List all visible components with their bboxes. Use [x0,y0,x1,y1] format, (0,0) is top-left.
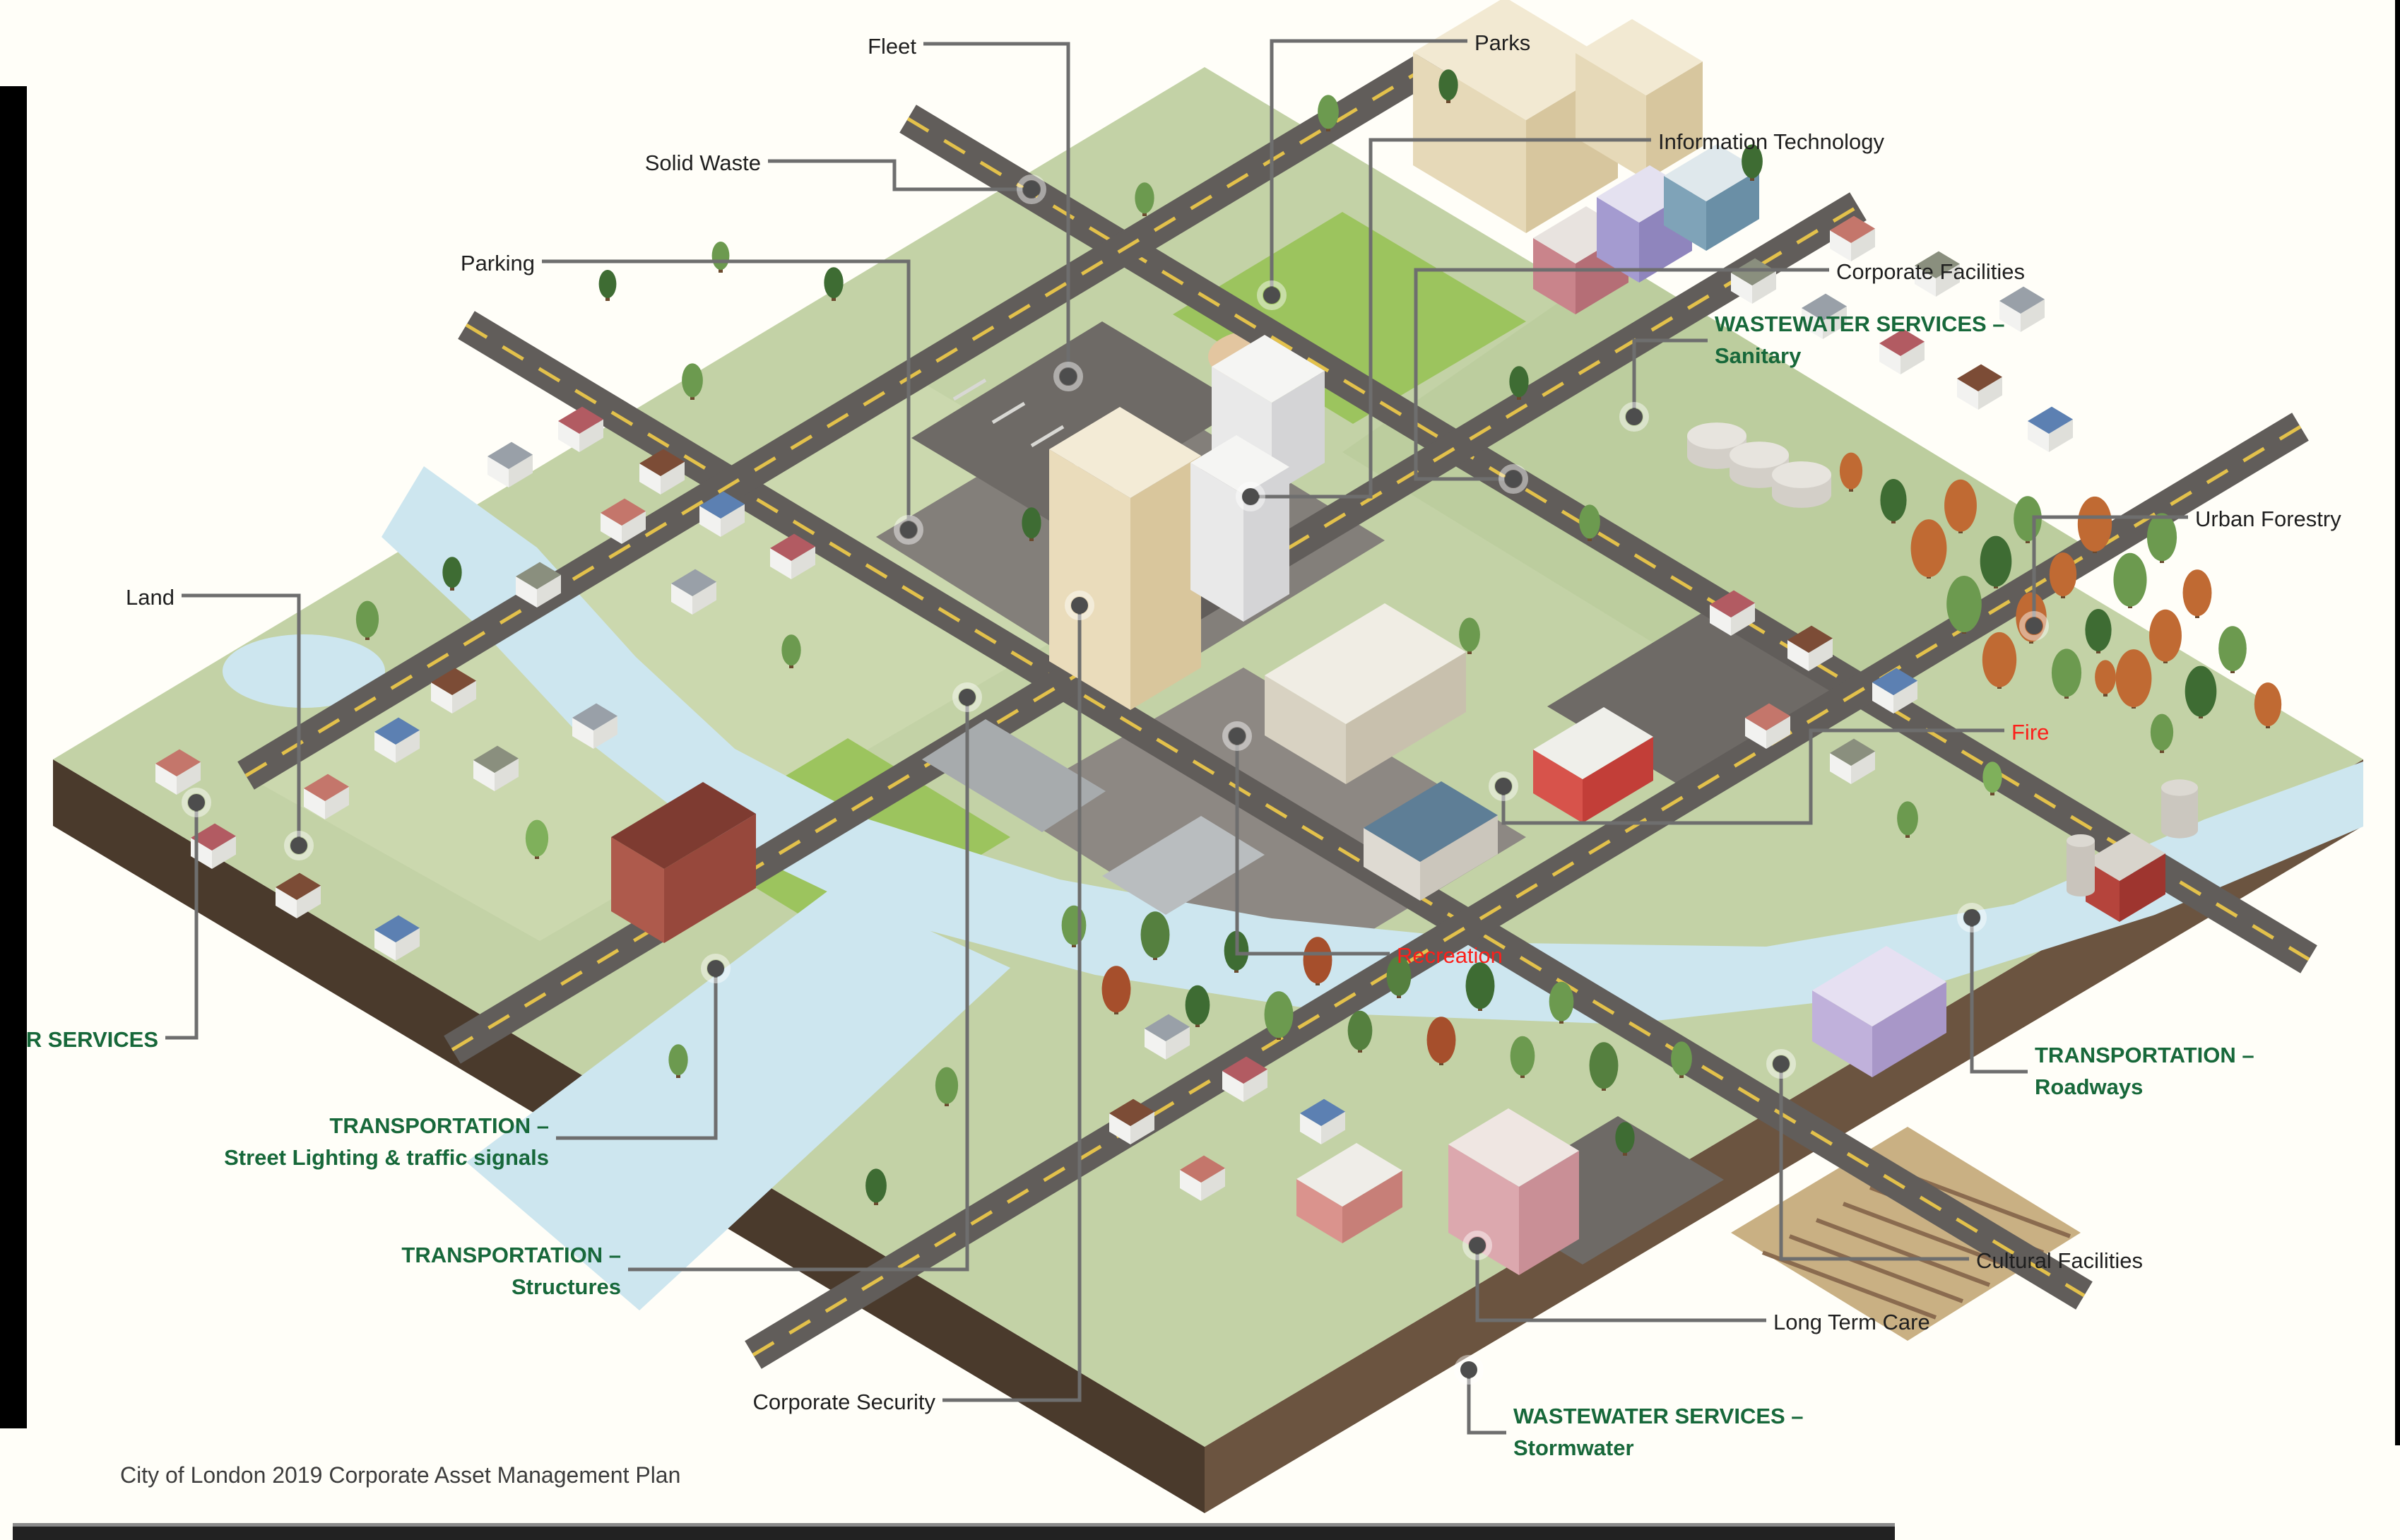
label-urban-forestry: Urban Forestry [2195,507,2341,531]
label-parks: Parks [1474,30,1531,55]
label-corporate-facilities: Corporate Facilities [1836,259,2026,284]
label-wastewater-services-sanitary: WASTEWATER SERVICES –Sanitary [1715,312,2005,368]
label-long-term-care: Long Term Care [1773,1310,1930,1334]
label-fire: Fire [2011,720,2050,745]
label-recreation: Recreation [1397,943,1503,968]
bottom-frame-bar [13,1523,1895,1540]
label-cultural-facilities: Cultural Facilities [1976,1248,2144,1273]
label-fleet: Fleet [868,34,916,59]
label-parking: Parking [460,251,535,276]
label-information-technology: Information Technology [1658,129,1884,154]
label-transportation-structures: TRANSPORTATION –Structures [401,1243,621,1299]
label-solid-waste: Solid Waste [644,150,761,175]
label-transportation-roadways: TRANSPORTATION –Roadways [2035,1043,2254,1099]
label-corporate-security: Corporate Security [752,1390,935,1414]
label-transportation-street-lighting: TRANSPORTATION –Street Lighting & traffi… [224,1113,549,1170]
caption: City of London 2019 Corporate Asset Mana… [120,1462,681,1488]
label-land: Land [126,585,175,610]
right-frame-bar [2395,0,2400,1445]
left-frame-bar [0,86,27,1428]
label-wastewater-services-stormwater: WASTEWATER SERVICES –Stormwater [1513,1404,1804,1460]
